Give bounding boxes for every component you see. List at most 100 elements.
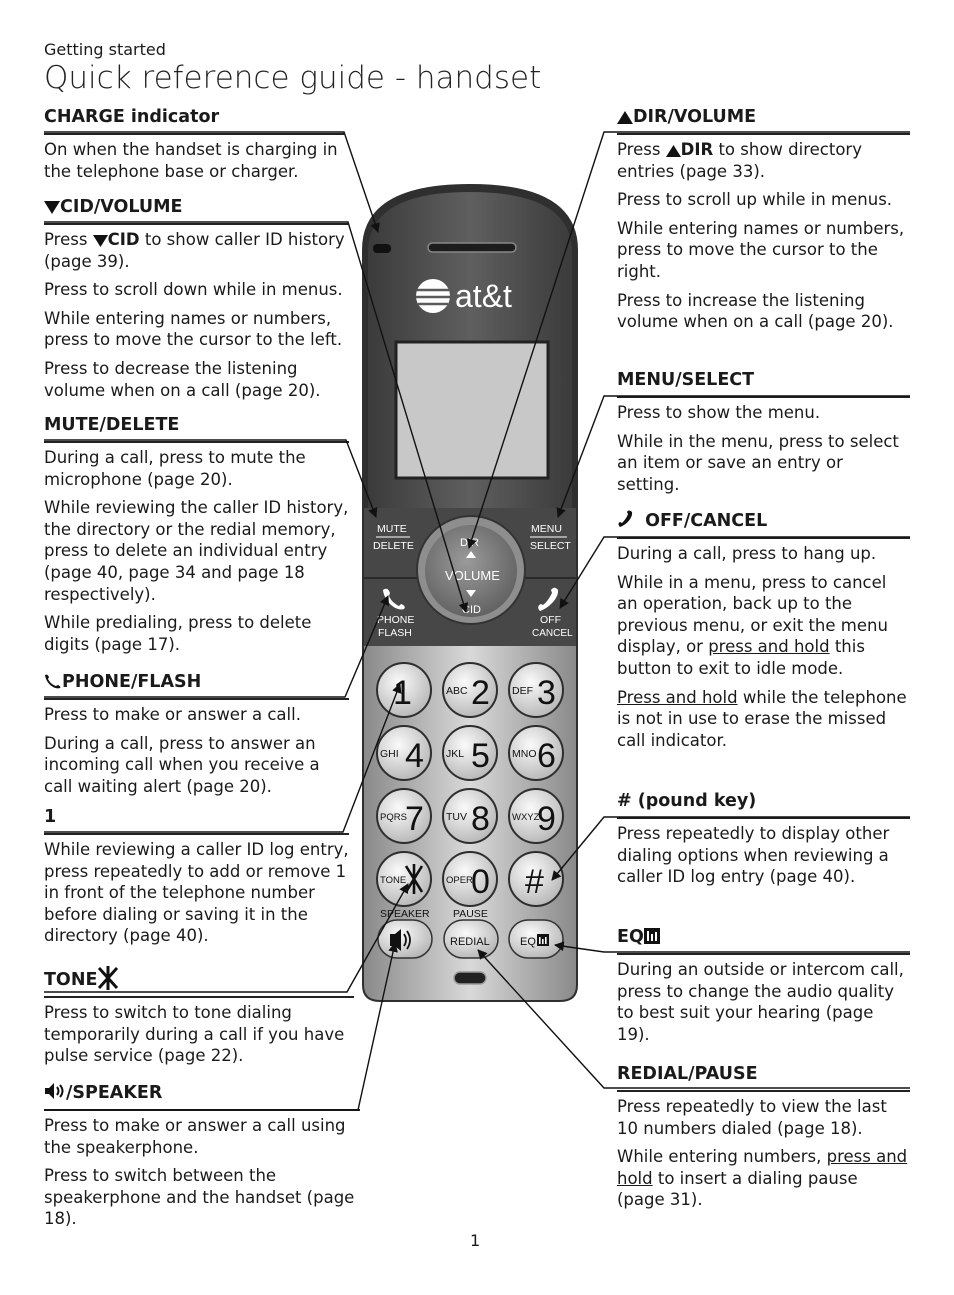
tone-star-icon: [98, 966, 119, 990]
one-desc: While reviewing a caller ID log entry, p…: [44, 840, 349, 946]
up-triangle-icon: [617, 111, 633, 124]
key-digit: 6: [537, 737, 556, 775]
mute-key-label: MUTE: [377, 523, 407, 535]
speaker-section: /SPEAKER Press to make or answer a call …: [44, 1082, 360, 1230]
phone-section: PHONE/FLASH Press to make or answer a ca…: [44, 671, 349, 797]
dir-key-label: DIR: [460, 537, 479, 549]
key-digit: 9: [537, 800, 556, 838]
charge-desc: On when the handset is charging in the t…: [44, 140, 338, 181]
key-digit: 8: [471, 800, 490, 838]
mute-desc-2: While reviewing the caller ID history, t…: [44, 498, 349, 604]
key-digit: 2: [471, 674, 490, 712]
pound-section: # (pound key) Press repeatedly to displa…: [617, 790, 910, 888]
volume-key-label: VOLUME: [445, 568, 500, 583]
phone-key-label: PHONE: [377, 614, 414, 626]
key-letters: MNO: [512, 748, 537, 760]
keypad-key-5[interactable]: JKL 5: [442, 725, 498, 781]
handset-face: [368, 192, 572, 508]
off-desc-2: While in a menu, press to cancel an oper…: [617, 572, 888, 678]
flash-key-label: FLASH: [378, 627, 412, 639]
phone-heading: PHONE/FLASH: [44, 671, 349, 700]
mute-heading: MUTE/DELETE: [44, 414, 349, 443]
key-digit: #: [525, 863, 544, 901]
speaker-button: [377, 919, 433, 959]
off-key-icon: [538, 587, 559, 611]
key-digit: 7: [405, 800, 424, 838]
dir-desc-3: While entering names or numbers, press t…: [617, 218, 905, 281]
phone-icon: [45, 674, 61, 689]
key-digit: 5: [471, 737, 490, 775]
dir-desc-1: Press DIR to show directory entries (pag…: [617, 140, 862, 181]
phone-key-icon: [383, 588, 405, 610]
cid-heading: CID/VOLUME: [44, 196, 349, 225]
speaker-heading: /SPEAKER: [44, 1082, 360, 1111]
off-heading: OFF/CANCEL: [617, 510, 910, 539]
dir-section: DIR/VOLUME Press DIR to show directory e…: [617, 106, 910, 333]
menu-section: MENU/SELECT Press to show the menu. Whil…: [617, 369, 910, 495]
speaker-icon: [45, 1083, 64, 1099]
down-triangle-icon: [44, 201, 60, 214]
dir-desc-4: Press to increase the listening volume w…: [617, 290, 894, 332]
key-letters: GHI: [380, 748, 399, 760]
equalizer-icon: [643, 928, 660, 944]
phone-desc-1: Press to make or answer a call.: [44, 705, 301, 724]
page-title: Quick reference guide - handset: [44, 60, 542, 96]
eq-heading: EQ: [617, 926, 910, 955]
nav-ring: [416, 515, 526, 625]
menu-heading: MENU/SELECT: [617, 369, 910, 398]
eq-key-label: EQ: [520, 936, 536, 948]
down-triangle-icon: [92, 235, 108, 247]
pound-heading: # (pound key): [617, 790, 910, 819]
eq-button: [508, 919, 564, 959]
phone-desc-2: During a call, press to answer an incomi…: [44, 733, 320, 796]
keypad-key-1[interactable]: 1: [376, 662, 432, 718]
key-letters: ABC: [446, 685, 468, 697]
redial-desc-2: While entering numbers, press and hold t…: [617, 1147, 908, 1210]
redial-section: REDIAL/PAUSE Press repeatedly to view th…: [617, 1063, 910, 1211]
redial-button: [443, 919, 499, 959]
key-letters: OPER: [446, 875, 473, 886]
off-desc-3: Press and hold while the telephone is no…: [617, 687, 907, 750]
keypad-key-pound[interactable]: #: [508, 851, 564, 907]
microphone: [453, 971, 487, 985]
key-digit: 1: [393, 674, 412, 712]
one-heading: 1: [44, 806, 349, 835]
redial-heading: REDIAL/PAUSE: [617, 1063, 910, 1092]
up-triangle-icon: [665, 145, 681, 157]
cid-desc-4: Press to decrease the listening volume w…: [44, 358, 321, 400]
menu-key-label: MENU: [531, 523, 562, 535]
speaker-desc-1: Press to make or answer a call using the…: [44, 1116, 346, 1157]
off-key-label: OFF: [540, 614, 561, 626]
cid-key-label: CID: [462, 604, 481, 616]
keypad-key-star[interactable]: TONE: [376, 851, 432, 907]
pause-key-label: PAUSE: [453, 908, 488, 920]
page-number: 1: [470, 1231, 481, 1250]
svg-text:at&t: at&t: [455, 278, 512, 314]
tone-heading: TONE: [44, 966, 354, 998]
att-logo: at&t: [416, 278, 512, 314]
tone-desc: Press to switch to tone dialing temporar…: [44, 1003, 345, 1066]
off-desc-1: During a call, press to hang up.: [617, 544, 877, 563]
key-letters: TUV: [446, 811, 467, 823]
eq-section: EQ During an outside or intercom call, p…: [617, 926, 910, 1045]
menu-desc-1: Press to show the menu.: [617, 403, 821, 422]
hang-up-icon: [618, 510, 633, 527]
earpiece: [427, 242, 517, 253]
key-letters: JKL: [446, 748, 464, 760]
charge-heading: CHARGE indicator: [44, 106, 344, 135]
key-letters: WXYZ: [512, 812, 540, 823]
menu-desc-2: While in the menu, press to select an it…: [617, 431, 899, 494]
keypad-key-8[interactable]: TUV 8: [442, 788, 498, 844]
speaker-key-label: SPEAKER: [380, 908, 430, 920]
charge-led: [373, 244, 391, 253]
star-glyph: [404, 864, 424, 894]
mute-desc-1: During a call, press to mute the microph…: [44, 448, 306, 489]
